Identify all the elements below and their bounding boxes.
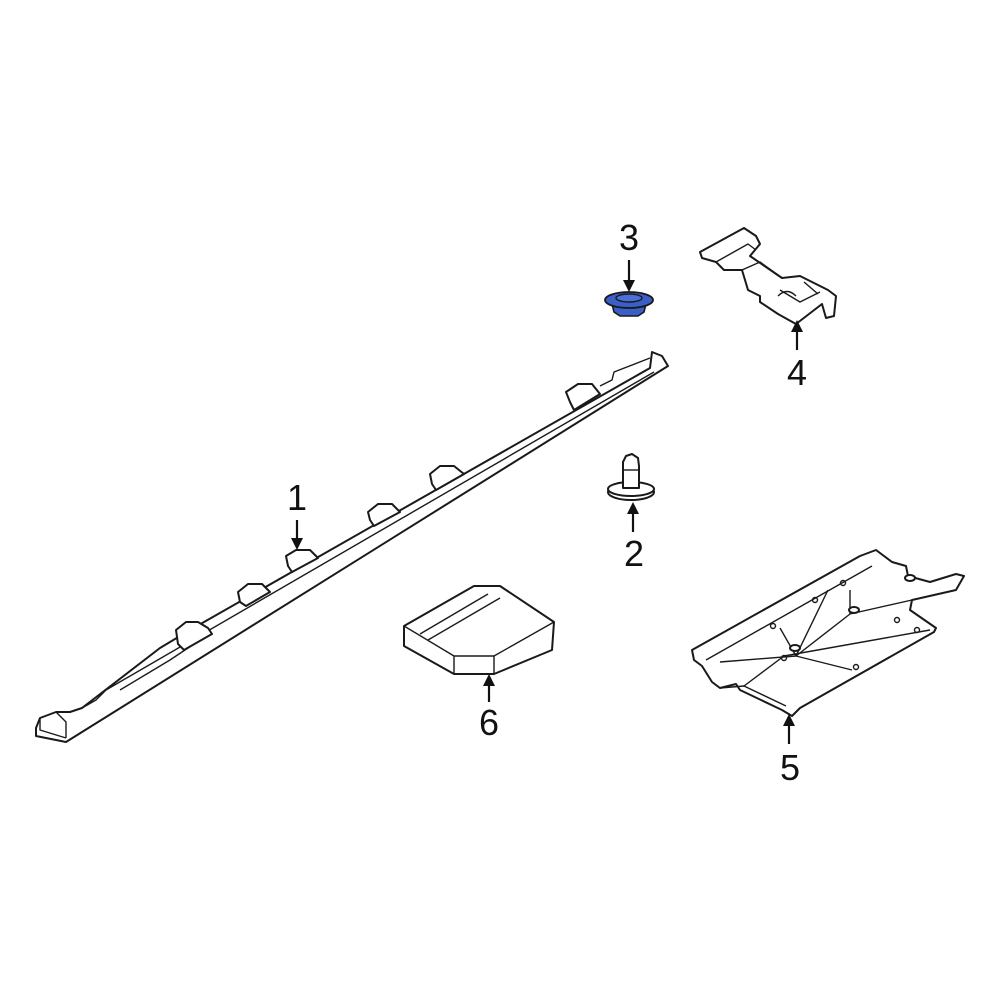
callout-5-number: 5 xyxy=(780,747,800,788)
callout-1: 1 xyxy=(287,477,307,550)
part-2-push-pin[interactable] xyxy=(607,453,655,501)
callout-6: 6 xyxy=(479,674,499,743)
part-6-foam-block[interactable] xyxy=(403,585,555,675)
part-1-rocker-molding[interactable] xyxy=(35,351,669,743)
callout-4-number: 4 xyxy=(787,352,807,393)
callout-5: 5 xyxy=(780,714,800,788)
callout-3-number: 3 xyxy=(619,217,639,258)
callout-4: 4 xyxy=(787,320,807,393)
arrow-down-icon xyxy=(623,280,635,292)
arrow-up-icon xyxy=(791,320,803,332)
molding-clip xyxy=(175,357,651,651)
arrow-up-icon xyxy=(627,502,639,514)
arrow-up-icon xyxy=(483,674,495,686)
arrow-down-icon xyxy=(291,538,303,550)
callout-6-number: 6 xyxy=(479,702,499,743)
part-4-bracket[interactable] xyxy=(699,227,837,325)
callout-1-number: 1 xyxy=(287,477,307,518)
callout-2: 2 xyxy=(624,502,644,574)
part-3-retainer-nut[interactable] xyxy=(604,291,654,317)
part-5-under-cover[interactable] xyxy=(691,549,965,717)
callout-3: 3 xyxy=(619,217,639,292)
callout-2-number: 2 xyxy=(624,533,644,574)
arrow-up-icon xyxy=(783,714,795,726)
